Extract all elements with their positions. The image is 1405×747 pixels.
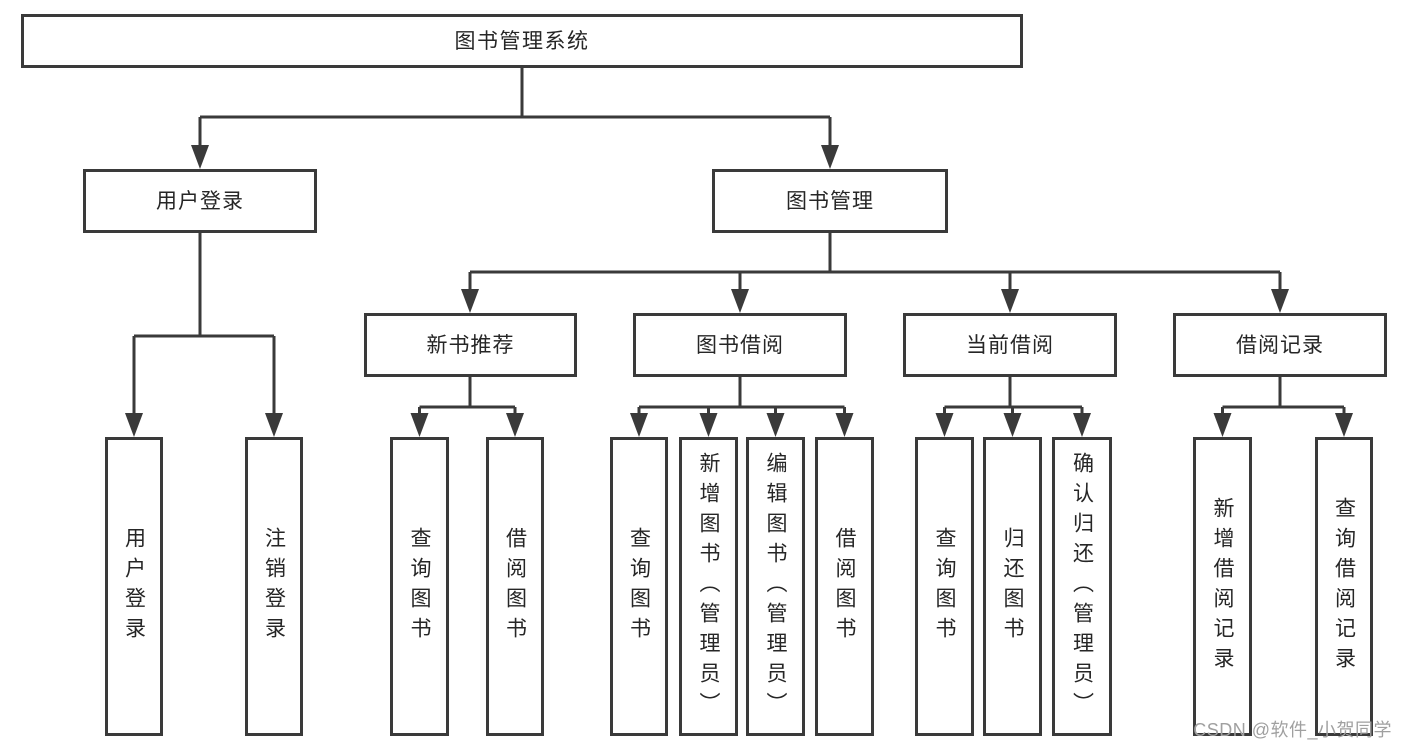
arrowhead bbox=[265, 413, 283, 437]
arrowhead bbox=[1001, 289, 1019, 313]
leaf-query-book-current: 查询图书 bbox=[915, 437, 974, 736]
node-borrow-records: 借阅记录 bbox=[1173, 313, 1387, 377]
leaf-logout-login: 注销登录 bbox=[245, 437, 303, 736]
leaf-return-book: 归还图书 bbox=[983, 437, 1042, 736]
arrowhead bbox=[1073, 413, 1091, 437]
node-root-label: 图书管理系统 bbox=[454, 29, 590, 53]
watermark: CSDN @软件_小贺同学 bbox=[1193, 720, 1392, 740]
leaf-query-book-current-label: 查询图书 bbox=[933, 526, 956, 647]
arrowhead bbox=[461, 289, 479, 313]
leaf-logout-login-label: 注销登录 bbox=[262, 526, 286, 647]
arrowhead bbox=[821, 145, 839, 169]
leaf-query-book-recommend-label: 查询图书 bbox=[408, 526, 431, 647]
arrowhead bbox=[766, 413, 785, 437]
leaf-query-book-recommend: 查询图书 bbox=[390, 437, 449, 736]
leaf-borrow-book-recommend-label: 借阅图书 bbox=[503, 526, 527, 647]
leaf-add-book-admin: 新增图书（管理员） bbox=[679, 437, 738, 736]
leaf-edit-book-admin-label: 编辑图书（管理员） bbox=[764, 451, 787, 722]
arrowhead bbox=[125, 413, 143, 437]
leaf-confirm-return-admin: 确认归还（管理员） bbox=[1052, 437, 1112, 736]
leaf-add-borrow-record-label: 新增借阅记录 bbox=[1211, 496, 1234, 677]
node-borrow-records-label: 借阅记录 bbox=[1236, 333, 1324, 357]
node-book-borrow-label: 图书借阅 bbox=[696, 333, 784, 357]
leaf-user-login: 用户登录 bbox=[105, 437, 163, 736]
connector-currentborrow-to-leaves bbox=[943, 377, 1084, 418]
connector-bookmgmt-to-level3 bbox=[468, 233, 1282, 294]
connector-newbook-to-leaves bbox=[418, 377, 517, 418]
arrowhead bbox=[835, 413, 854, 437]
leaf-query-borrow-record: 查询借阅记录 bbox=[1315, 437, 1373, 736]
arrowhead bbox=[191, 145, 209, 169]
connector-root-to-level2 bbox=[198, 68, 832, 150]
arrowhead bbox=[1335, 413, 1353, 437]
arrowhead bbox=[630, 413, 648, 437]
node-current-borrow: 当前借阅 bbox=[903, 313, 1117, 377]
leaf-query-book-borrow: 查询图书 bbox=[610, 437, 668, 736]
arrowhead bbox=[410, 413, 429, 437]
leaf-add-book-admin-label: 新增图书（管理员） bbox=[697, 451, 720, 722]
node-book-management-label: 图书管理 bbox=[786, 189, 874, 213]
arrowhead bbox=[1213, 413, 1232, 437]
node-new-book-recommend-label: 新书推荐 bbox=[426, 333, 515, 357]
leaf-add-borrow-record: 新增借阅记录 bbox=[1193, 437, 1252, 736]
node-book-borrow: 图书借阅 bbox=[633, 313, 847, 377]
leaf-return-book-label: 归还图书 bbox=[1001, 526, 1024, 647]
connector-userlogin-to-leaves bbox=[132, 233, 276, 418]
leaf-borrow-book: 借阅图书 bbox=[815, 437, 874, 736]
arrowhead bbox=[731, 289, 749, 313]
node-user-login: 用户登录 bbox=[83, 169, 317, 233]
node-root: 图书管理系统 bbox=[21, 14, 1023, 68]
arrowhead bbox=[506, 413, 524, 437]
node-user-login-label: 用户登录 bbox=[156, 189, 244, 213]
arrowhead bbox=[699, 413, 718, 437]
leaf-query-book-borrow-label: 查询图书 bbox=[627, 526, 651, 647]
leaf-confirm-return-admin-label: 确认归还（管理员） bbox=[1070, 451, 1094, 722]
node-current-borrow-label: 当前借阅 bbox=[966, 333, 1054, 357]
leaf-user-login-label: 用户登录 bbox=[122, 526, 146, 647]
arrowhead bbox=[1003, 413, 1022, 437]
arrowhead bbox=[1271, 289, 1289, 313]
leaf-borrow-book-recommend: 借阅图书 bbox=[486, 437, 544, 736]
node-book-management: 图书管理 bbox=[712, 169, 948, 233]
arrowheads bbox=[125, 145, 1353, 437]
connector-borrowrecords-to-leaves bbox=[1221, 377, 1346, 418]
node-new-book-recommend: 新书推荐 bbox=[364, 313, 577, 377]
leaf-edit-book-admin: 编辑图书（管理员） bbox=[746, 437, 805, 736]
leaf-query-borrow-record-label: 查询借阅记录 bbox=[1332, 496, 1356, 677]
arrowhead bbox=[935, 413, 954, 437]
leaf-borrow-book-label: 借阅图书 bbox=[833, 526, 856, 647]
connector-bookborrow-to-leaves bbox=[637, 377, 846, 418]
